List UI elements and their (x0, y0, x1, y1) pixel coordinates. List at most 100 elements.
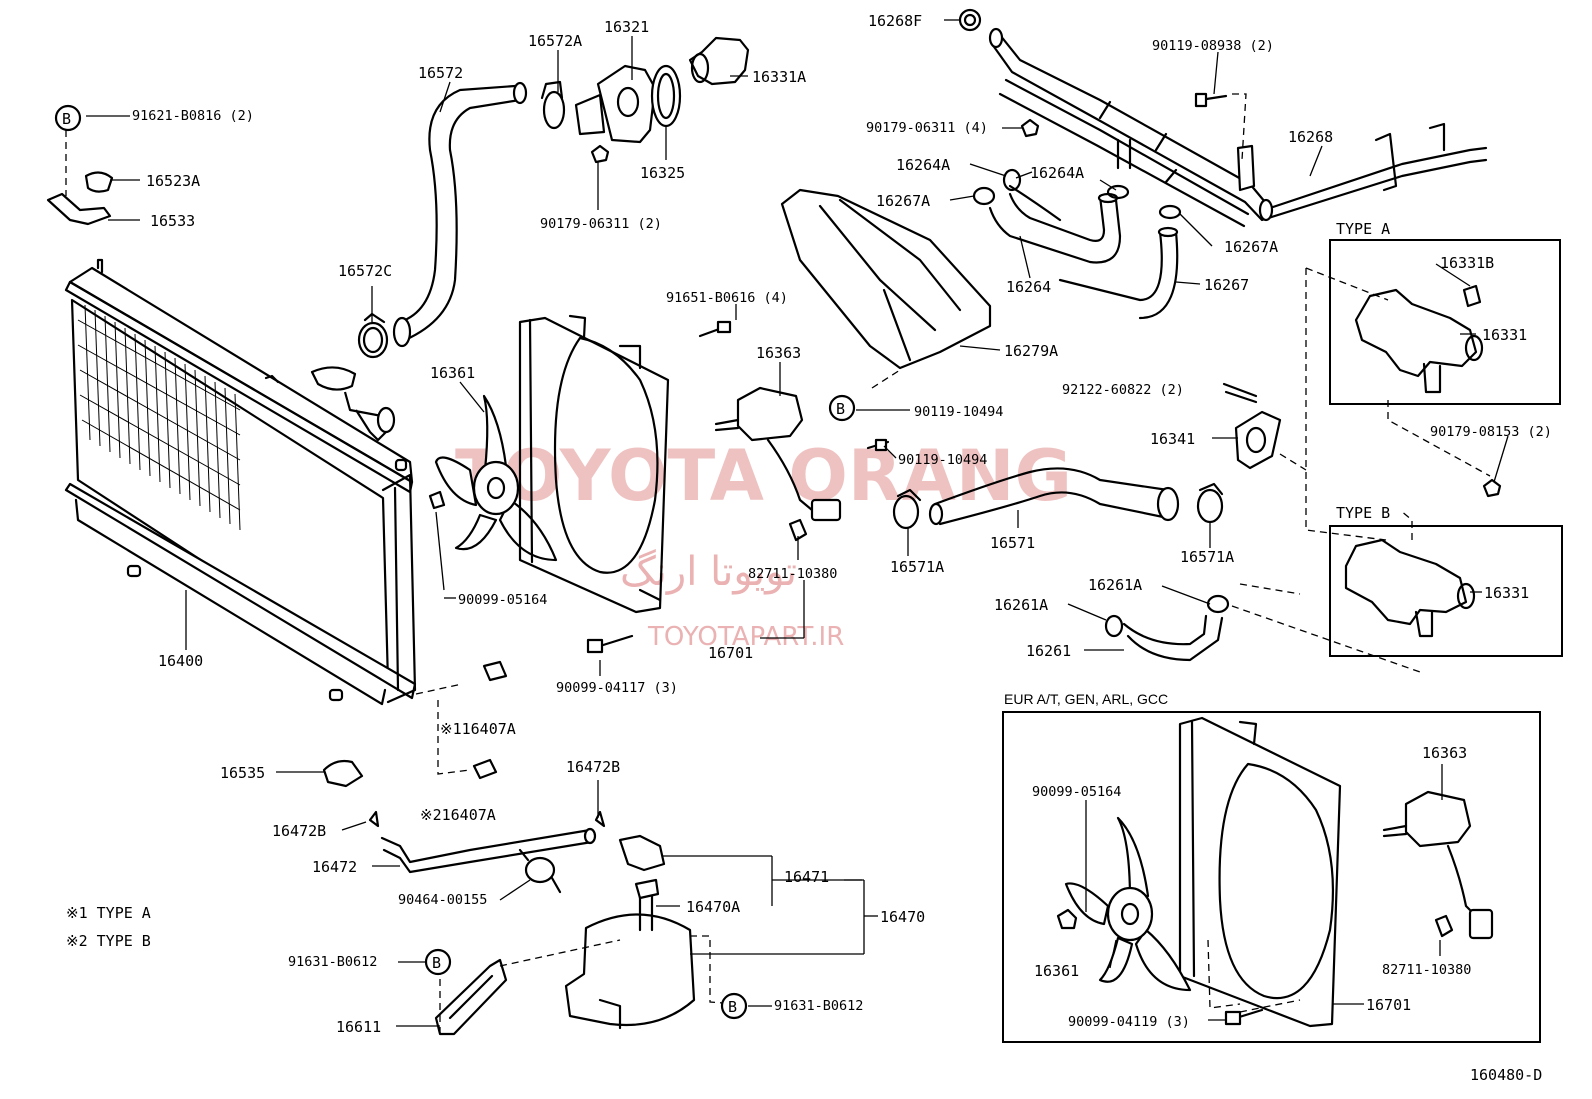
label-16279A: 16279A (1004, 342, 1058, 360)
connector-82711-10380-eur[interactable] (1434, 914, 1454, 938)
plug-16331B[interactable] (1462, 284, 1482, 308)
type-b-title: TYPE B (1336, 504, 1390, 522)
label-16523A: 16523A (146, 172, 200, 190)
type-a-title: TYPE A (1336, 220, 1390, 238)
reservoir-cap-16470A[interactable] (634, 878, 660, 900)
hose-clamp-16572C[interactable] (357, 312, 389, 359)
radiator-core-fins (77, 304, 241, 531)
label-16572: 16572 (418, 64, 463, 82)
bolt-90119-08938[interactable] (1194, 92, 1228, 108)
label-16472: 16472 (312, 858, 357, 876)
bolt-91651-B0616[interactable] (698, 320, 732, 338)
fan-blade-16361-eur[interactable] (1064, 816, 1192, 992)
part-labels: 16572 16572A 16321 16331A 16325 90179-06… (66, 12, 1542, 1084)
label-16325: 16325 (640, 164, 685, 182)
water-outlet-16331-type-b[interactable] (1344, 538, 1476, 638)
callout-b-4: B (720, 992, 748, 1020)
callout-b-2-letter: B (836, 400, 845, 418)
water-outlet-16331-type-a[interactable] (1354, 288, 1484, 394)
reservoir-tank-16470[interactable] (564, 888, 696, 1030)
fan-motor-16363-eur[interactable] (1382, 790, 1494, 940)
cap-16523A[interactable] (84, 171, 114, 193)
label-16264A-a: 16264A (896, 156, 950, 174)
fan-shroud-16701[interactable] (518, 314, 670, 614)
label-16470: 16470 (880, 908, 925, 926)
label-16611: 16611 (336, 1018, 381, 1036)
bolt-90119-10494-b[interactable] (866, 438, 890, 452)
hose-16472[interactable] (380, 827, 597, 874)
type-a-label-16331B: 16331B (1440, 254, 1494, 272)
label-16267A-a: 16267A (876, 192, 930, 210)
hose-16261[interactable] (1104, 594, 1230, 662)
connector-82711-10380[interactable] (788, 498, 842, 542)
label-16321: 16321 (604, 18, 649, 36)
type-b-box (1329, 525, 1563, 657)
label-16363: 16363 (756, 344, 801, 362)
callout-b-1: B (54, 104, 82, 132)
eur-label-16363: 16363 (1422, 744, 1467, 762)
label-16267: 16267 (1204, 276, 1249, 294)
label-16471: 16471 (784, 868, 829, 886)
callout-b-3-letter: B (432, 954, 441, 972)
label-116407A: ※116407A (440, 720, 516, 738)
label-16264A-b: 16264A (1030, 164, 1084, 182)
type-b-labels: TYPE B 16331 (1336, 504, 1529, 602)
label-16268: 16268 (1288, 128, 1333, 146)
type-a-label-16331: 16331 (1482, 326, 1527, 344)
callout-b-2: B (828, 394, 856, 422)
screw-90099-04119-eur[interactable] (1224, 1008, 1264, 1026)
nut-90099-05164-eur[interactable] (1056, 908, 1078, 930)
screw-90099-04117[interactable] (586, 634, 634, 654)
diagram-id: 160480-D (1470, 1066, 1542, 1084)
water-inlet-16321[interactable] (574, 64, 657, 144)
hose-16267[interactable] (1008, 184, 1179, 320)
watermark-brand: TOYOTA ORANG (455, 435, 1072, 517)
label-16701: 16701 (708, 644, 753, 662)
gasket-16325[interactable] (650, 64, 682, 128)
thermostat-16331A[interactable] (688, 36, 750, 86)
label-16400: 16400 (158, 652, 203, 670)
type-b-label-16331: 16331 (1484, 584, 1529, 602)
fan-blade-16361[interactable] (434, 394, 558, 562)
lower-radiator-hose-16571[interactable] (928, 467, 1180, 526)
label-90179-06311-4: 90179-06311 (4) (866, 120, 988, 136)
stud-92122-60822[interactable] (1222, 382, 1258, 404)
label-90119-08938: 90119-08938 (2) (1152, 38, 1274, 54)
label-16268F: 16268F (868, 12, 922, 30)
fan-motor-16363[interactable] (714, 386, 814, 512)
cap-16535[interactable] (322, 759, 364, 788)
nut-90179-06311-a[interactable] (590, 144, 610, 164)
upper-radiator-hose-16572[interactable] (392, 81, 528, 348)
hose-clamp-16572A[interactable] (540, 80, 566, 130)
air-duct-16279A[interactable] (780, 188, 992, 370)
label-16267A-b: 16267A (1224, 238, 1278, 256)
hose-16264[interactable] (988, 192, 1122, 264)
label-91621-B0816: 91621-B0816 (2) (132, 108, 254, 124)
clamps-16264A-16267A[interactable] (972, 168, 1182, 220)
label-92122-60822: 92122-60822 (2) (1062, 382, 1184, 398)
label-16264: 16264 (1006, 278, 1051, 296)
hose-clamp-16571A-b[interactable] (1196, 482, 1224, 524)
clip-90464-00155[interactable] (518, 848, 562, 894)
nut-90179-08153[interactable] (1482, 478, 1502, 498)
label-16535: 16535 (220, 764, 265, 782)
type-a-box (1329, 239, 1561, 405)
type-a-label-90179-08153: 90179-08153 (2) (1430, 424, 1552, 440)
gasket-16341[interactable] (1234, 410, 1282, 470)
bracket-16533[interactable] (46, 192, 112, 226)
label-16261: 16261 (1026, 642, 1071, 660)
fan-shroud-16701-eur[interactable] (1178, 716, 1342, 1028)
radiator-16400[interactable] (64, 258, 446, 706)
note-type-b: ※2 TYPE B (66, 932, 151, 950)
eur-label-16701: 16701 (1366, 996, 1411, 1014)
label-16571: 16571 (990, 534, 1035, 552)
water-bypass-pipe-16268[interactable] (988, 27, 1488, 228)
eur-label-90099-04119: 90099-04119 (3) (1068, 1014, 1190, 1030)
gasket-16268F[interactable] (958, 8, 982, 32)
label-90119-10494-a: 90119-10494 (914, 404, 1003, 420)
nut-90179-06311-b[interactable] (1020, 118, 1040, 138)
hose-clamp-16571A-a[interactable] (892, 488, 922, 530)
sensor-16407A[interactable] (472, 660, 508, 780)
reservoir-cap-16471[interactable] (618, 834, 666, 872)
